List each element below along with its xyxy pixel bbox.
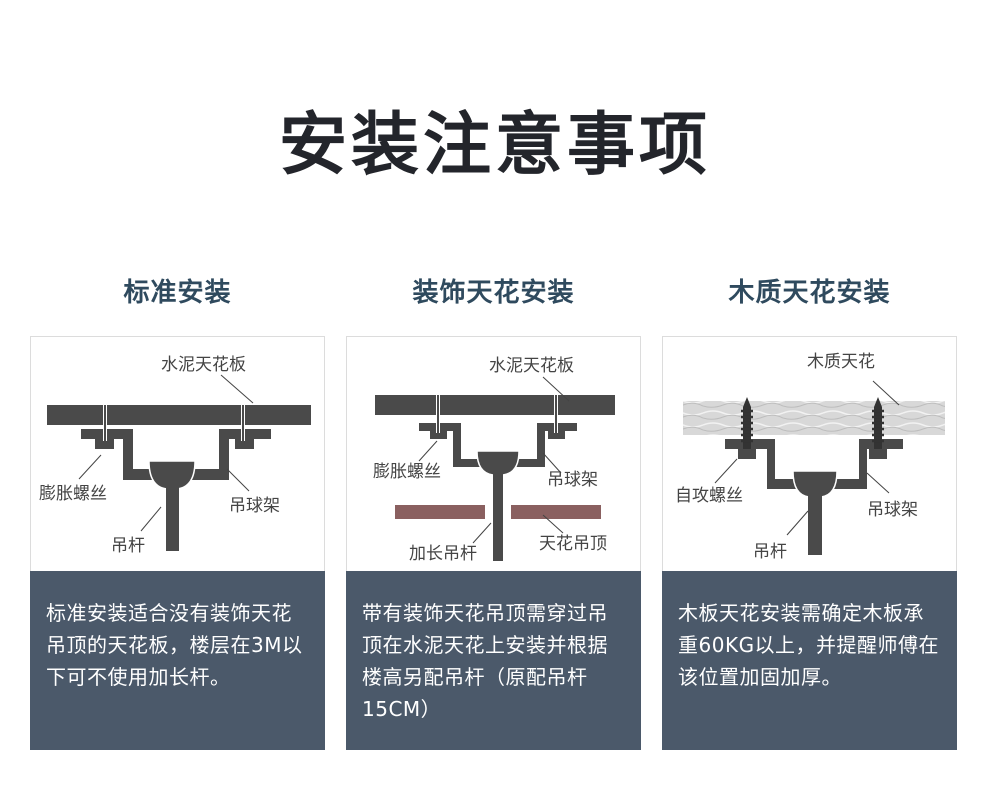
label-rod: 加长吊杆 — [409, 544, 477, 564]
expansion-nut-right — [548, 431, 565, 439]
description-text: 带有装饰天花吊顶需穿过吊顶在水泥天花上安装并根据楼高另配吊杆（原配吊杆15CM） — [362, 601, 608, 721]
ball-cup — [148, 460, 196, 490]
hanging-bracket — [81, 429, 271, 480]
card-title: 木质天花安装 — [728, 278, 891, 308]
concrete-ceiling — [375, 395, 615, 415]
self-tapping-screw-left — [741, 397, 753, 449]
card-title: 装饰天花安装 — [412, 278, 575, 308]
hanging-rod — [166, 487, 179, 551]
expansion-nut-right — [235, 439, 254, 449]
diagram-standard-install: 水泥天花板 膨胀螺丝 吊球架 吊杆 — [30, 336, 325, 571]
diagram-svg: 木质天花 自攻螺丝 吊球架 吊杆 — [675, 352, 945, 562]
label-bracket: 吊球架 — [867, 500, 918, 520]
label-screw: 膨胀螺丝 — [39, 484, 107, 504]
extended-rod — [493, 473, 503, 561]
card-description: 木板天花安装需确定木板承重60KG以上，并提醒师傅在该位置加固加厚。 — [662, 571, 957, 750]
card-title: 标准安装 — [123, 278, 232, 308]
description-text: 木板天花安装需确定木板承重60KG以上，并提醒师傅在该位置加固加厚。 — [678, 601, 940, 689]
wooden-ceiling — [683, 401, 945, 435]
card-standard-install: 标准安装 水泥天花板 膨胀螺丝 吊球架 吊杆 标准安装 — [30, 278, 325, 750]
ball-cup — [792, 470, 838, 498]
card-description: 带有装饰天花吊顶需穿过吊顶在水泥天花上安装并根据楼高另配吊杆（原配吊杆15CM） — [346, 571, 641, 750]
label-rod: 吊杆 — [111, 536, 145, 556]
page-title: 安装注意事项 — [278, 106, 711, 185]
label-rod: 吊杆 — [753, 542, 787, 562]
concrete-ceiling — [47, 405, 311, 425]
card-wooden-ceiling-install: 木质天花安装 — [662, 278, 957, 750]
description-text: 标准安装适合没有装饰天花吊顶的天花板，楼层在3M以下可不使用加长杆。 — [46, 601, 303, 689]
card-decorative-ceiling-install: 装饰天花安装 水泥天花板 膨胀螺丝 吊球架 天花吊顶 加长吊杆 — [346, 278, 641, 750]
self-tapping-screw-right — [872, 397, 884, 449]
label-screw: 膨胀螺丝 — [373, 462, 441, 482]
hanging-bracket — [419, 423, 577, 467]
screw-head-left — [738, 449, 756, 459]
label-bracket: 吊球架 — [547, 470, 598, 490]
drop-ceiling-right — [511, 505, 601, 519]
expansion-nut-left — [95, 439, 114, 449]
card-description: 标准安装适合没有装饰天花吊顶的天花板，楼层在3M以下可不使用加长杆。 — [30, 571, 325, 750]
diagram-svg: 水泥天花板 膨胀螺丝 吊球架 吊杆 — [39, 355, 311, 556]
diagram-wooden-ceiling-install: 木质天花 自攻螺丝 吊球架 吊杆 — [662, 336, 957, 571]
hanging-bracket — [725, 439, 903, 489]
diagram-decorative-ceiling-install: 水泥天花板 膨胀螺丝 吊球架 天花吊顶 加长吊杆 — [346, 336, 641, 571]
label-bracket: 吊球架 — [229, 496, 280, 516]
label-screw: 自攻螺丝 — [675, 486, 743, 506]
label-drop-ceiling: 天花吊顶 — [539, 534, 607, 554]
label-ceiling: 水泥天花板 — [489, 356, 574, 376]
drop-ceiling-left — [395, 505, 485, 519]
expansion-nut-left — [430, 431, 447, 439]
label-ceiling: 水泥天花板 — [161, 355, 246, 375]
ball-cup — [476, 450, 520, 476]
label-ceiling: 木质天花 — [807, 352, 875, 372]
hanging-rod — [808, 495, 822, 555]
diagram-svg: 水泥天花板 膨胀螺丝 吊球架 天花吊顶 加长吊杆 — [373, 356, 615, 564]
screw-head-right — [869, 449, 887, 459]
